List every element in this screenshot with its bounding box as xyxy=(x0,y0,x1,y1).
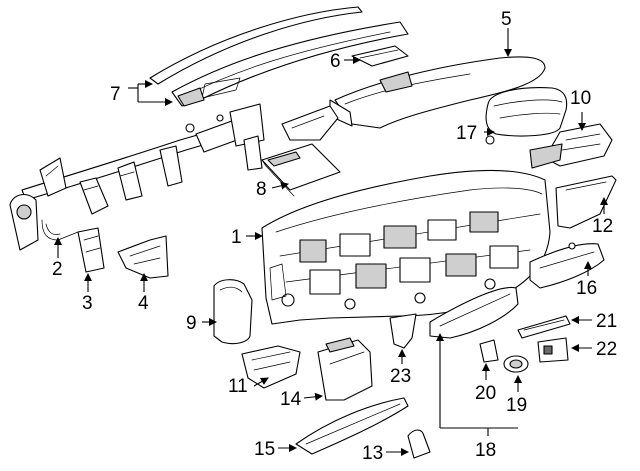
callout-6: 6 xyxy=(330,51,341,72)
callout-1: 1 xyxy=(231,227,242,248)
callout-15: 15 xyxy=(254,439,275,460)
part-22-switch xyxy=(537,337,569,363)
callout-23: 23 xyxy=(390,366,411,387)
part-10-airbag-bracket xyxy=(529,123,613,169)
part-20-clip xyxy=(479,339,499,363)
part-4-support-bracket xyxy=(117,235,169,279)
part-1-instrument-panel-carrier xyxy=(261,169,551,325)
callout-7: 7 xyxy=(110,84,121,105)
part-17-airbag-module xyxy=(485,87,568,145)
callout-21: 21 xyxy=(596,311,617,332)
callout-20: 20 xyxy=(475,383,496,404)
part-14-steering-column-cover xyxy=(317,337,373,401)
part-12-end-cap xyxy=(555,175,617,229)
callout-9: 9 xyxy=(186,313,197,334)
callout-12: 12 xyxy=(592,216,613,237)
part-18-glove-box xyxy=(429,286,519,339)
part-16-side-trim xyxy=(529,242,605,289)
part-3-knee-bolster-bracket xyxy=(77,227,105,273)
part-9-end-panel xyxy=(213,279,253,345)
callout-14: 14 xyxy=(280,389,302,410)
callout-3: 3 xyxy=(82,293,93,314)
callout-labels: 1 2 3 4 5 6 7 8 9 10 11 12 13 14 15 16 1… xyxy=(52,9,617,464)
callout-8: 8 xyxy=(256,179,267,200)
callout-18: 18 xyxy=(475,440,496,461)
callout-22: 22 xyxy=(596,339,617,360)
callout-10: 10 xyxy=(570,88,591,109)
part-11-switch-bezel xyxy=(241,345,301,389)
part-15-lower-trim-panel xyxy=(295,397,409,455)
callout-16: 16 xyxy=(576,278,597,299)
callout-13: 13 xyxy=(362,443,383,464)
part-upper-center-bracket xyxy=(281,105,339,141)
part-19-outlet xyxy=(503,355,529,373)
part-7-windshield-garnish xyxy=(149,6,409,107)
callout-11: 11 xyxy=(228,376,248,397)
callout-19: 19 xyxy=(506,395,527,416)
part-6-speaker-grille xyxy=(351,45,409,67)
part-23-trim-cover xyxy=(389,313,417,349)
part-2-brace xyxy=(41,219,79,241)
part-5-instrument-panel-pad xyxy=(329,56,546,129)
part-21-trim-strip xyxy=(517,315,571,339)
callout-5: 5 xyxy=(501,9,512,30)
callout-17: 17 xyxy=(456,123,477,144)
part-cross-car-beam xyxy=(9,103,265,251)
part-8-storage-compartment-door xyxy=(261,143,341,197)
leader-lines xyxy=(54,28,608,456)
callout-2: 2 xyxy=(52,259,63,280)
part-13-end-cap xyxy=(407,429,431,459)
callout-4: 4 xyxy=(138,293,149,314)
